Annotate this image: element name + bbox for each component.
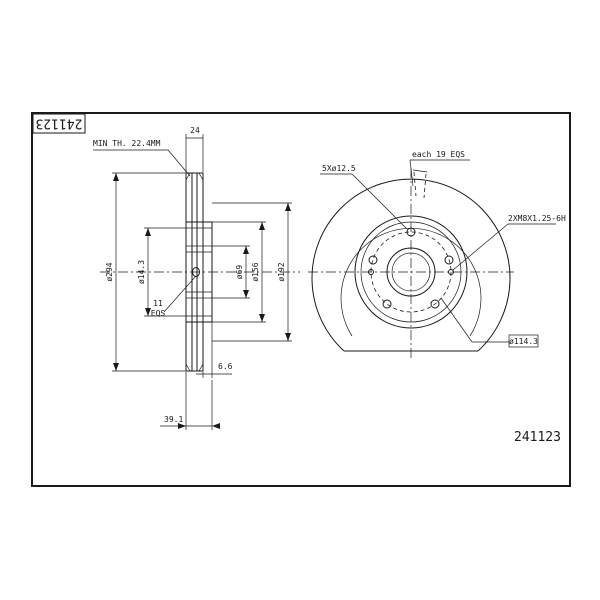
hat-diameter-label: ø156 <box>251 262 260 281</box>
bolt-holes-label: 5Xø12.5 <box>322 164 356 173</box>
side-section-view <box>100 172 300 372</box>
vent-count-label: 11 <box>153 299 163 308</box>
front-annotations: 5Xø12.5 each 19 EQS 2XM8X1.25-6H ø114.3 <box>320 150 566 348</box>
friction-inner-label: ø192 <box>277 262 286 281</box>
side-dimensions: 24 MIN TH. 22.4MM ø294 ø14.3 11 EQS ø69 <box>93 126 292 430</box>
title-block-number: 241123 <box>36 116 83 131</box>
hub-bore-label: ø14.3 <box>137 260 146 284</box>
thread-holes-label: 2XM8X1.25-6H <box>508 214 566 223</box>
pcd-label: ø114.3 <box>509 337 538 346</box>
min-thickness-label: MIN TH. 22.4MM <box>93 139 161 148</box>
drawing-frame <box>31 112 571 487</box>
width-label: 24 <box>190 126 200 135</box>
title-block: 241123 <box>32 113 86 134</box>
front-view <box>308 168 514 358</box>
vent-angle-label: each 19 EQS <box>412 150 465 159</box>
part-number: 241123 <box>514 430 561 445</box>
outer-diameter-label: ø294 <box>105 262 114 281</box>
offset-label: 39.1 <box>164 415 183 424</box>
vent-eqs-label: EQS <box>151 309 166 318</box>
hat-thickness-label: 6.6 <box>218 362 233 371</box>
center-bore-label: ø69 <box>235 265 244 280</box>
